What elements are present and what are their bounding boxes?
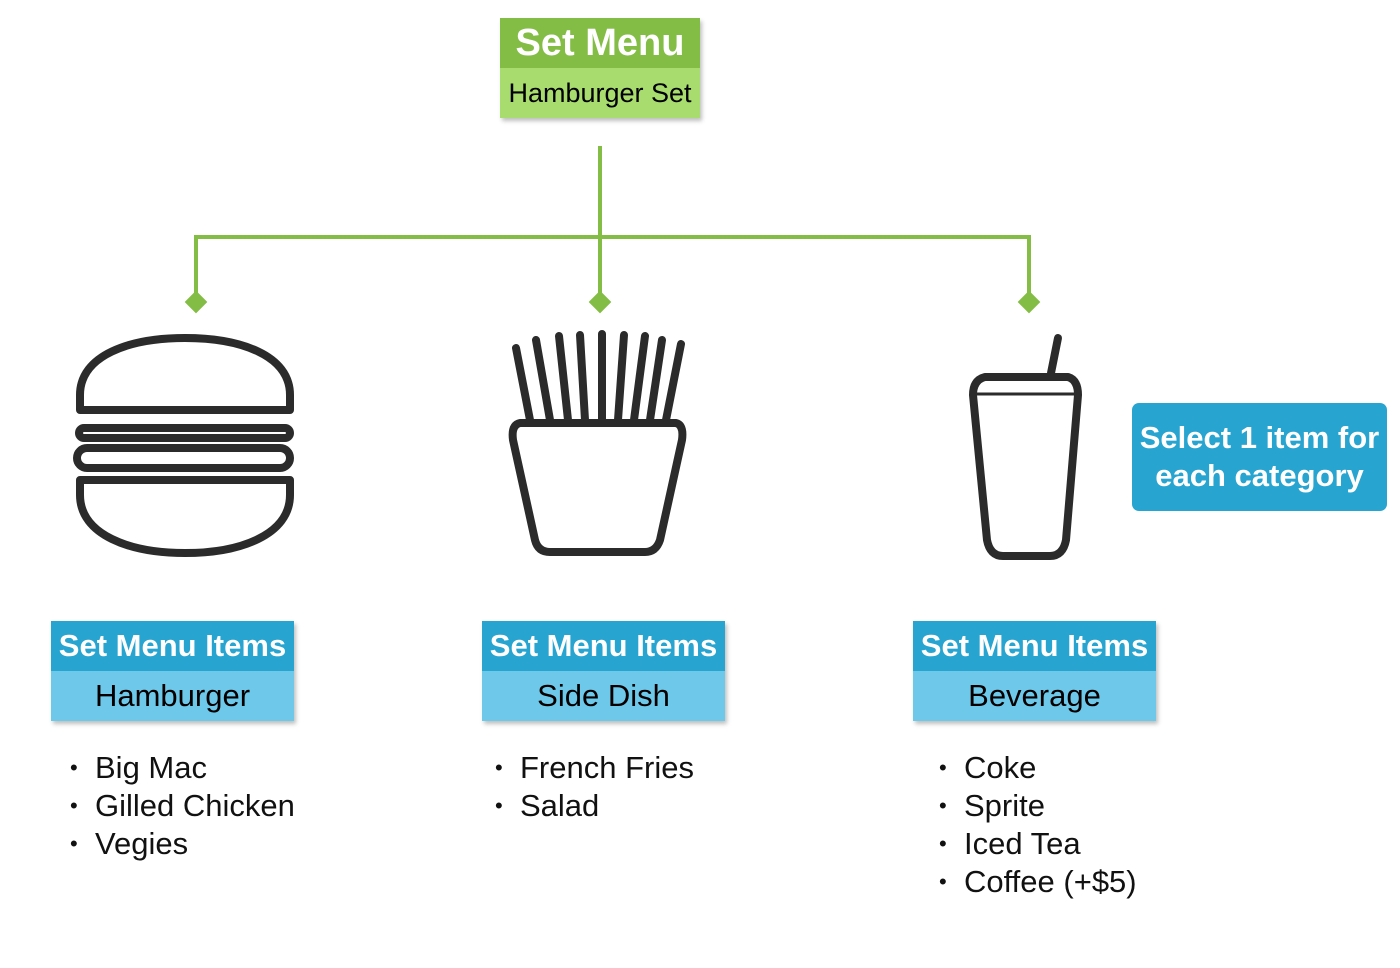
- hamburger-icon: [73, 334, 294, 557]
- category-hamburger: Set Menu Items Hamburger: [51, 621, 294, 721]
- category-title: Set Menu Items: [51, 621, 294, 671]
- french-fries-icon: [508, 330, 687, 556]
- hamburger-item-list: Big Mac Gilled Chicken Vegies: [70, 749, 295, 863]
- drink-cup-icon: [969, 334, 1082, 560]
- category-beverage: Set Menu Items Beverage: [913, 621, 1156, 721]
- diamond-marker: [1017, 290, 1041, 314]
- instruction-callout: Select 1 item for each category: [1132, 403, 1387, 511]
- side-dish-item-list: French Fries Salad: [495, 749, 694, 825]
- list-item: Salad: [495, 787, 694, 825]
- list-item: Vegies: [70, 825, 295, 863]
- list-item: Gilled Chicken: [70, 787, 295, 825]
- category-name: Beverage: [913, 671, 1156, 721]
- category-side-dish: Set Menu Items Side Dish: [482, 621, 725, 721]
- category-name: Side Dish: [482, 671, 725, 721]
- category-name: Hamburger: [51, 671, 294, 721]
- list-item: Sprite: [939, 787, 1137, 825]
- list-item: Iced Tea: [939, 825, 1137, 863]
- root-node: Set Menu Hamburger Set: [500, 18, 700, 118]
- list-item: French Fries: [495, 749, 694, 787]
- category-title: Set Menu Items: [913, 621, 1156, 671]
- list-item: Big Mac: [70, 749, 295, 787]
- diamond-marker: [184, 290, 208, 314]
- root-subtitle: Hamburger Set: [500, 68, 700, 118]
- list-item: Coffee (+$5): [939, 863, 1137, 901]
- root-title: Set Menu: [500, 18, 700, 68]
- category-title: Set Menu Items: [482, 621, 725, 671]
- diamond-marker: [588, 290, 612, 314]
- list-item: Coke: [939, 749, 1137, 787]
- beverage-item-list: Coke Sprite Iced Tea Coffee (+$5): [939, 749, 1137, 901]
